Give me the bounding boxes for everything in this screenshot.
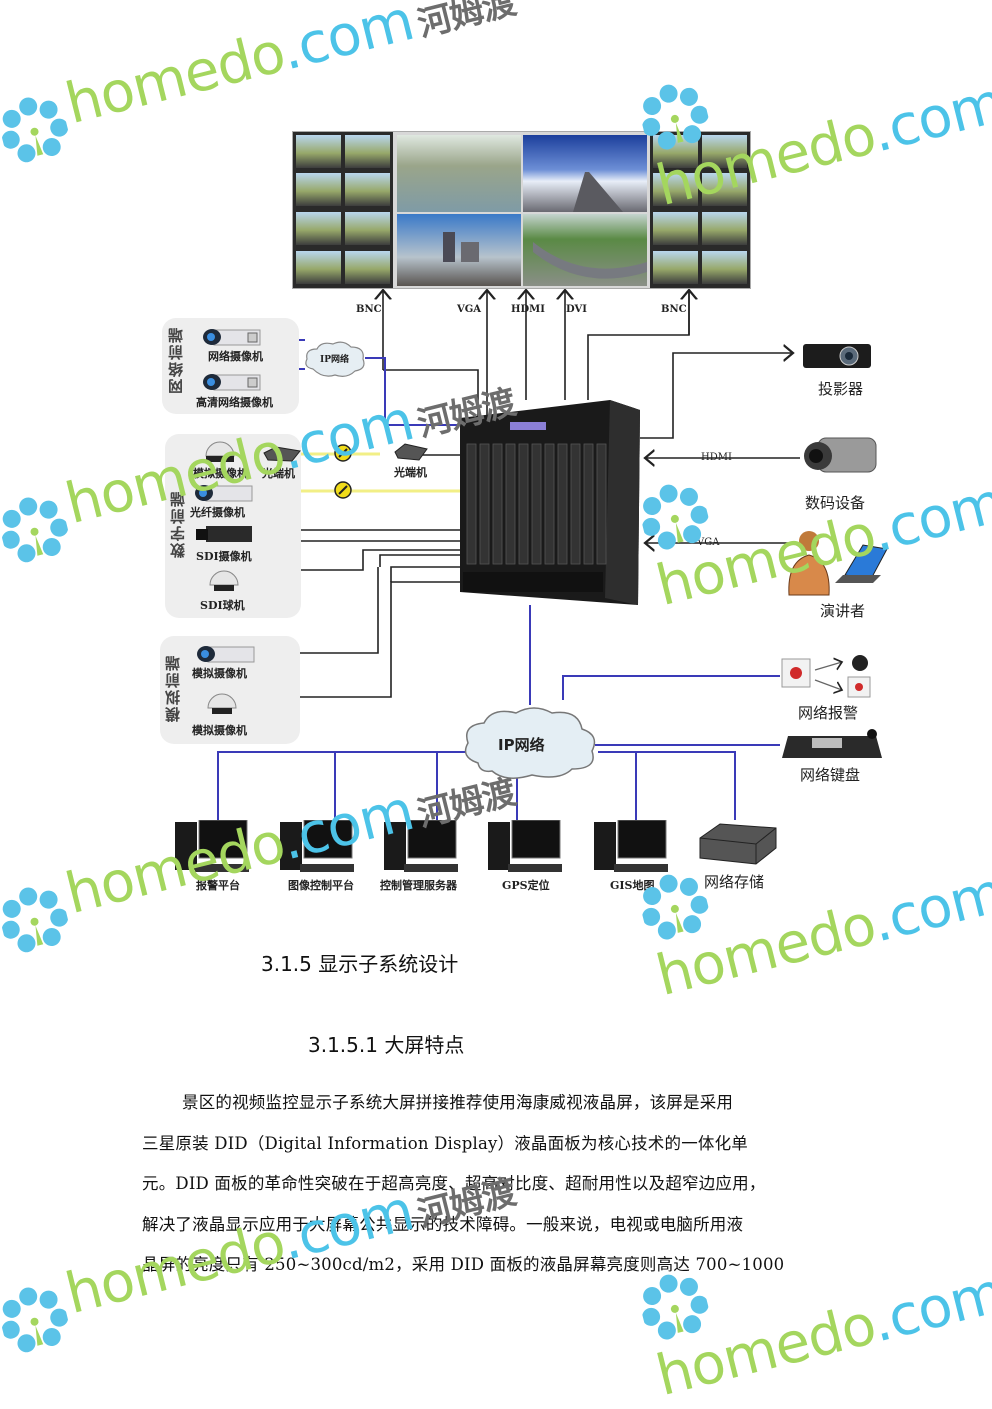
- projector-label: 投影器: [818, 380, 864, 398]
- ip-cloud-to-matrix-line: [365, 357, 470, 426]
- presenter-icon: [785, 525, 890, 597]
- fiber-camera-icon: [194, 483, 254, 503]
- paragraph-line: 解决了液晶显示应用于大屏幕公共显示的技术障碍。一般来说，电视或电脑所用液: [142, 1214, 744, 1234]
- network-camera-label: 网络摄像机: [208, 350, 263, 363]
- paragraph-line: 三星原装 DID（Digital Information Display）液晶面…: [142, 1133, 748, 1153]
- computer-label-gis: GIS地图: [610, 879, 655, 892]
- analog-dome-camera-2-icon: [202, 690, 242, 718]
- video-wall-screens: [293, 132, 750, 288]
- optical-transceiver-label: 光端机: [262, 467, 295, 480]
- signal-label-vga: VGA: [457, 304, 482, 315]
- computer-label-gps: GPS定位: [502, 879, 550, 892]
- analog-box-camera-label: 模拟摄像机: [192, 667, 247, 680]
- computer-icon: [175, 819, 250, 875]
- sdi-dome-camera-label: SDI球机: [200, 599, 245, 612]
- digital-front-title: 数字前端: [169, 490, 187, 558]
- hd-network-camera-icon: [202, 372, 262, 392]
- network-camera-icon: [202, 327, 262, 347]
- paragraph-line: 景区的视频监控显示子系统大屏拼接推荐使用海康威视液晶屏，该屏是采用: [182, 1093, 734, 1112]
- computer-label-control-server: 控制管理服务器: [380, 879, 457, 892]
- analog-front-title: 模拟前端: [164, 654, 182, 722]
- left-camera-grid: [293, 132, 393, 288]
- sdi-camera-icon: [196, 524, 254, 544]
- network-alarm-label: 网络报警: [798, 704, 859, 722]
- optical-receiver-label: 光端机: [394, 466, 427, 479]
- projector-icon: [801, 340, 873, 372]
- network-storage-label: 网络存储: [704, 873, 765, 891]
- analog-box-camera-icon: [196, 644, 256, 664]
- ip-network-cloud-small-label: IP网络: [320, 355, 349, 365]
- watermark-brand: homedo: [650, 1292, 881, 1409]
- ip-network-cloud: [460, 705, 600, 780]
- sdi-camera-label: SDI摄像机: [196, 550, 252, 563]
- watermark-flower-icon: [1, 1286, 69, 1352]
- projector-line: [640, 353, 793, 439]
- subsection-heading: 3.1.5.1 大屏特点: [308, 1033, 465, 1057]
- computer-label-alarm-platform: 报警平台: [196, 879, 240, 892]
- video-wall: [292, 131, 751, 289]
- digital-device-label: 数码设备: [805, 494, 866, 512]
- ip-network-cloud-label: IP网络: [498, 736, 545, 754]
- optical-transceiver-icon: [262, 445, 302, 463]
- analog-dome-camera-icon: [200, 438, 240, 466]
- sdi-dome-camera-icon: [204, 567, 244, 595]
- computer-icon: [488, 819, 563, 875]
- signal-label-dvi: DVI: [566, 304, 587, 315]
- network-front-title: 网络前端: [167, 326, 185, 394]
- paragraph-line: 元。DID 面板的革命性突破在于超高亮度、超高对比度、超耐用性以及超窄边应用，: [142, 1174, 766, 1193]
- analog-dome-camera-label: 模拟摄像机: [192, 724, 247, 737]
- fiber-camera-label: 光纤摄像机: [190, 506, 245, 519]
- hd-network-camera-label: 高清网络摄像机: [196, 396, 273, 409]
- signal-label-bnc-left: BNC: [356, 304, 382, 315]
- network-storage-icon: [698, 822, 778, 866]
- alarm-devices-icon: [780, 655, 880, 700]
- optical-receiver-icon: [393, 442, 429, 462]
- section-heading: 3.1.5 显示子系统设计: [261, 952, 459, 976]
- alarm-line: [562, 675, 780, 700]
- bnc-left-route: [383, 369, 479, 420]
- analog-camera-label: 模拟摄像机: [193, 467, 248, 480]
- signal-label-bnc-right: BNC: [661, 304, 687, 315]
- signal-label-hdmi: HDMI: [511, 304, 545, 315]
- computer-icon: [280, 819, 355, 875]
- signal-label-vga-input: VGA: [697, 537, 720, 548]
- ip-network-cloud-small: [303, 339, 367, 379]
- network-keyboard-icon: [780, 728, 884, 762]
- computer-icon: [384, 819, 459, 875]
- signal-label-hdmi-input: HDMI: [701, 452, 732, 463]
- camcorder-icon: [802, 432, 880, 480]
- system-diagram: BNC VGA HDMI DVI BNC 网络前端 网络摄像机 高清网络摄像机 …: [160, 131, 890, 892]
- paragraph-line: 晶屏的亮度只有 250~300cd/m2，采用 DID 面板的液晶屏幕亮度则高达…: [142, 1255, 785, 1274]
- presenter-label: 演讲者: [820, 602, 866, 620]
- right-camera-grid: [650, 132, 750, 288]
- body-paragraph: 景区的视频监控显示子系统大屏拼接推荐使用海康威视液晶屏，该屏是采用 三星原装 D…: [142, 1083, 854, 1286]
- center-scenes: [397, 135, 647, 286]
- watermark-domain: .com: [865, 1260, 992, 1356]
- computer-icon: [594, 819, 669, 875]
- network-keyboard-label: 网络键盘: [800, 766, 861, 784]
- computer-label-image-control: 图像控制平台: [288, 879, 354, 892]
- fiber-coupler-icons: [334, 444, 352, 499]
- matrix-switch-chassis: [455, 400, 640, 605]
